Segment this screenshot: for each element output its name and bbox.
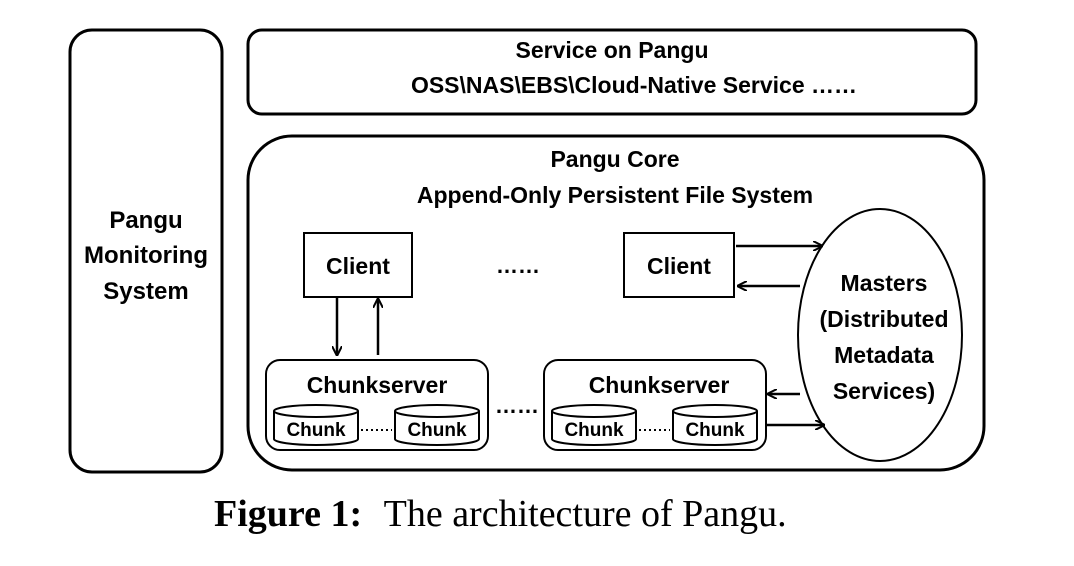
chunkserver-ellipsis: …… xyxy=(495,393,539,418)
masters-label-line1: Masters xyxy=(841,270,928,296)
chunk-cylinder-left-2: Chunk xyxy=(394,404,480,446)
service-subtitle: OSS\NAS\EBS\Cloud-Native Service …… xyxy=(411,72,857,98)
monitoring-system-box: Pangu Monitoring System xyxy=(68,28,224,474)
client-label-right: Client xyxy=(647,253,711,279)
chunkserver-box-right: Chunkserver Chunk Chunk xyxy=(543,359,767,451)
chunk-cylinder-right-2: Chunk xyxy=(672,404,758,446)
client-box-left: Client xyxy=(303,232,413,298)
chunk-label: Chunk xyxy=(685,420,745,441)
figure-caption: Figure 1: The architecture of Pangu. xyxy=(214,493,787,535)
core-subtitle: Append-Only Persistent File System xyxy=(417,182,813,208)
masters-node: Masters (Distributed Metadata Services) xyxy=(797,208,963,462)
masters-label-line2: (Distributed xyxy=(819,306,948,332)
monitoring-label-line3: System xyxy=(103,278,188,305)
chunk-label: Chunk xyxy=(286,420,346,441)
service-title: Service on Pangu xyxy=(515,37,708,63)
monitoring-label-line1: Pangu xyxy=(109,207,182,234)
caption-label: Figure 1: xyxy=(214,493,362,535)
chunkserver-box-left: Chunkserver Chunk Chunk xyxy=(265,359,489,451)
chunkserver-label-left: Chunkserver xyxy=(307,372,448,398)
caption-text: The architecture of Pangu. xyxy=(384,493,787,535)
chunk-label: Chunk xyxy=(564,420,624,441)
masters-label-line4: Services) xyxy=(833,378,935,404)
chunk-cylinder-right-1: Chunk xyxy=(551,404,637,446)
masters-label-line3: Metadata xyxy=(834,342,934,368)
service-layer-box: Service on Pangu OSS\NAS\EBS\Cloud-Nativ… xyxy=(246,28,978,116)
chunk-label: Chunk xyxy=(407,420,467,441)
client-label-left: Client xyxy=(326,253,390,279)
core-title: Pangu Core xyxy=(550,146,679,172)
client-ellipsis: …… xyxy=(496,253,540,278)
monitoring-label-line2: Monitoring xyxy=(84,242,208,269)
chunk-cylinder-left-1: Chunk xyxy=(273,404,359,446)
client-box-right: Client xyxy=(623,232,735,298)
chunkserver-label-right: Chunkserver xyxy=(589,372,730,398)
